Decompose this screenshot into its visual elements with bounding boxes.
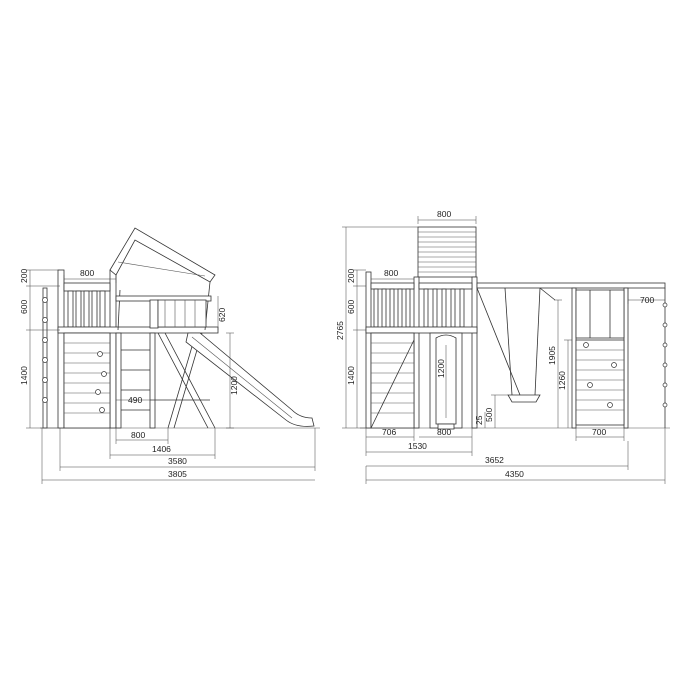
right-left-railing xyxy=(370,282,415,328)
right-platform-deck xyxy=(365,326,478,334)
dim-right-beam-length: 3652 xyxy=(485,455,504,465)
dim-right-wall-height: 1260 xyxy=(557,371,567,390)
dim-right-platform-height: 1400 xyxy=(346,366,356,385)
left-ladder xyxy=(115,332,156,429)
dim-right-swing-height: 1905 xyxy=(547,346,557,365)
dim-right-wall-width: 700 xyxy=(592,427,606,437)
left-climbing-grips xyxy=(42,297,48,403)
dim-right-slide-width: 800 xyxy=(437,427,451,437)
left-side-view: 800 200 600 1400 620 1200 490 xyxy=(19,227,320,484)
left-top-rail-balusters xyxy=(67,290,106,328)
dim-right-seat-clearance: 25 xyxy=(474,415,484,425)
right-climbing-rope xyxy=(662,288,668,428)
right-swing xyxy=(504,287,541,403)
dim-right-overall-width: 4350 xyxy=(505,469,524,479)
dim-right-beam-overhang: 700 xyxy=(640,295,654,305)
right-roof-panel xyxy=(417,226,477,278)
right-center-railing xyxy=(418,282,473,328)
dim-right-slide-height: 1200 xyxy=(436,359,446,378)
dim-right-post-top: 200 xyxy=(346,269,356,283)
left-dimensions: 800 200 600 1400 620 1200 490 xyxy=(19,268,316,484)
dim-right-rail-height: 600 xyxy=(346,300,356,314)
right-front-view: 800 800 2765 200 600 1400 1200 1905 xyxy=(335,209,670,484)
dim-left-ladder-width: 490 xyxy=(128,395,142,405)
right-planked-wall xyxy=(370,332,415,429)
left-tower-post-front xyxy=(57,269,65,429)
dim-left-rail-height: 600 xyxy=(19,300,29,314)
dim-right-top-width: 800 xyxy=(384,268,398,278)
dim-left-overall-width: 3805 xyxy=(168,469,187,479)
dim-left-top-width: 800 xyxy=(80,268,94,278)
dim-right-left-depth: 706 xyxy=(382,427,396,437)
dim-left-post-top: 200 xyxy=(19,269,29,283)
dim-right-total-height: 2765 xyxy=(335,321,345,340)
dim-right-roof-width: 800 xyxy=(437,209,451,219)
dim-right-base-width: 1530 xyxy=(408,441,427,451)
right-climbing-wall xyxy=(571,287,629,429)
left-tower-post-rear xyxy=(109,269,117,429)
dim-left-total-width: 3580 xyxy=(168,456,187,466)
left-slide xyxy=(185,332,315,427)
dim-left-frame-width: 800 xyxy=(131,430,145,440)
left-side-rail xyxy=(157,299,207,328)
dim-left-base-depth: 1406 xyxy=(152,444,171,454)
right-dimensions: 800 800 2765 200 600 1400 1200 1905 xyxy=(335,209,666,484)
dim-left-roof-rail: 620 xyxy=(217,308,227,322)
dim-left-under-height: 1200 xyxy=(229,376,239,395)
right-swing-beam xyxy=(476,282,666,289)
dim-right-seat-height: 500 xyxy=(484,408,494,422)
dim-left-platform-height: 1400 xyxy=(19,366,29,385)
left-platform-deck xyxy=(57,326,219,334)
left-climbing-wall xyxy=(63,332,111,429)
